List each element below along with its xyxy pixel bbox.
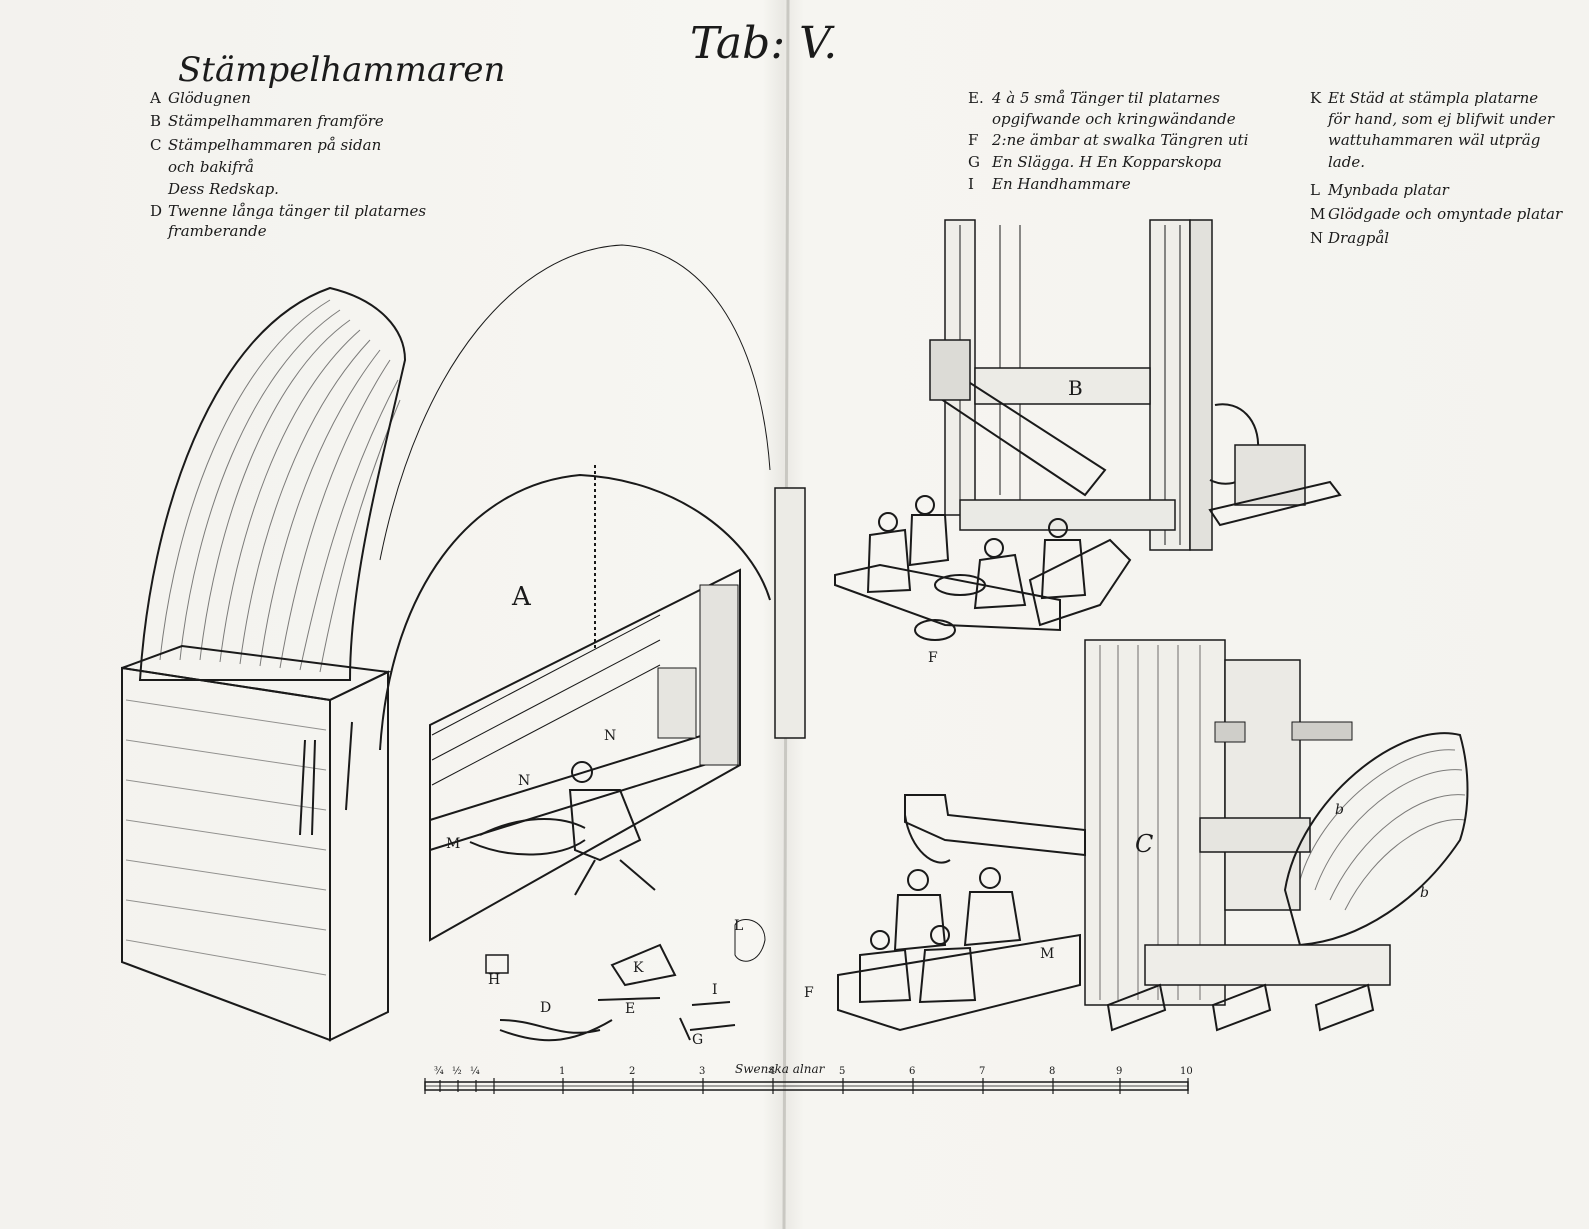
figure-label-m-hammer: M: [1040, 946, 1055, 962]
scale-tick: 3: [699, 1066, 706, 1077]
scale-bar: [424, 1078, 1189, 1094]
figure-label-l: L: [734, 918, 744, 934]
scale-fraction: ¼: [470, 1066, 480, 1077]
plate-heading: Stämpelhammaren: [178, 50, 506, 90]
legend-entry: opgifwande och kringwändande: [992, 110, 1236, 128]
legend-entry: för hand, som ej blifwit under: [1328, 110, 1555, 128]
hammer-side-drawing: [837, 639, 1469, 1032]
figure-label-h: H: [488, 972, 501, 988]
legend-entry: lade.: [1328, 153, 1365, 171]
figure-label-d: D: [540, 1000, 552, 1016]
figure-label-b: B: [1068, 376, 1083, 400]
hammer-front-workers: [866, 495, 1087, 641]
scale-tick: 8: [1049, 1066, 1056, 1077]
plate-title: Tab: V.: [690, 18, 838, 69]
figure-label-b-small: b: [1335, 802, 1344, 818]
legend-entry: wattuhammaren wäl utpräg: [1328, 131, 1541, 149]
figure-label-f-front: F: [928, 650, 938, 666]
scale-caption: Swenska alnar: [735, 1062, 825, 1076]
figure-label-i: I: [712, 982, 718, 998]
figure-label-b-small-2: b: [1420, 885, 1429, 901]
figure-label-f-side: F: [804, 985, 814, 1001]
scale-tick: 4: [769, 1066, 776, 1077]
hammer-side-workers: [859, 867, 1022, 1004]
legend-entry: framberande: [168, 222, 267, 240]
legend-entry: och bakifrå: [168, 158, 254, 176]
scale-tick: 1: [559, 1066, 566, 1077]
hammer-front-drawing: [834, 219, 1342, 641]
scale-tick: 2: [629, 1066, 636, 1077]
figure-label-m-furnace: M: [446, 836, 461, 852]
scale-tick: 10: [1180, 1066, 1193, 1077]
figure-label-k: K: [633, 960, 644, 976]
scale-tick: 6: [909, 1066, 916, 1077]
figure-label-a: A: [512, 582, 531, 612]
scale-fraction: ½: [452, 1066, 462, 1077]
scale-tick: 7: [979, 1066, 986, 1077]
scale-fraction: ¾: [434, 1066, 444, 1077]
scale-tick: 5: [839, 1066, 846, 1077]
figure-label-c: C: [1135, 830, 1154, 858]
furnace-drawing: [121, 244, 806, 1042]
furnace-worker-figure: [469, 761, 656, 896]
legend-entry: Dess Redskap.: [168, 180, 279, 198]
figure-label-e: E: [625, 1001, 636, 1017]
legend-entry: E.4 à 5 små Tänger til platarnes: [968, 89, 1220, 107]
figure-label-g: G: [692, 1032, 704, 1048]
scale-tick: 9: [1116, 1066, 1123, 1077]
figure-label-n-1: N: [518, 773, 531, 789]
figure-label-n-2: N: [604, 728, 617, 744]
